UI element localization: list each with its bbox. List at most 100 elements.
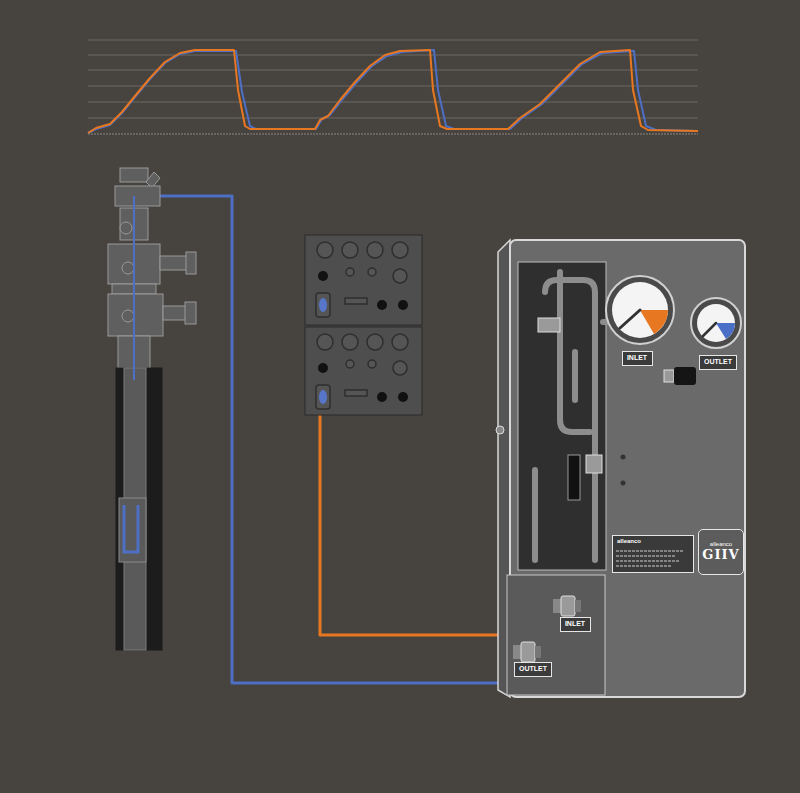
pressure-chart bbox=[88, 40, 698, 134]
gas-lift-cabinet-part bbox=[575, 600, 581, 612]
brand-badge-text: alleanco bbox=[710, 541, 732, 548]
gas-lift-cabinet-part bbox=[621, 481, 626, 486]
wellhead-part bbox=[108, 294, 163, 336]
control-panel-part-part bbox=[316, 385, 330, 409]
gas-lift-cabinet-part bbox=[621, 455, 626, 460]
wellhead-part bbox=[124, 505, 138, 552]
name-plate: alleanco bbox=[612, 535, 694, 573]
control-panel-part bbox=[316, 242, 408, 409]
control-panel-part-part bbox=[393, 361, 407, 375]
pressure-chart-part-part bbox=[88, 118, 698, 119]
name-plate-text: alleanco bbox=[617, 538, 689, 545]
control-panel-part-part bbox=[392, 242, 408, 258]
gas-lift-cabinet-part bbox=[538, 318, 560, 332]
pressure-chart-part bbox=[88, 134, 698, 135]
gas-lift-cabinet-part bbox=[513, 645, 521, 659]
gas-lift-cabinet-part bbox=[620, 310, 640, 328]
control-panel-part-part bbox=[398, 392, 408, 402]
wellhead-part bbox=[119, 498, 146, 562]
brand-badge: alleancoGIIV bbox=[698, 529, 744, 575]
port-label: INLET bbox=[560, 617, 591, 632]
control-panel bbox=[305, 235, 422, 415]
wellhead-part bbox=[133, 196, 135, 380]
control-panel-part-part bbox=[346, 268, 354, 276]
gas-lift-cabinet-part bbox=[553, 599, 561, 613]
gas-lift-cabinet-part bbox=[612, 282, 668, 338]
gas-lift-cabinet-part bbox=[535, 646, 541, 658]
gas-lift-cabinet-part bbox=[568, 455, 580, 500]
control-panel-part-part bbox=[342, 242, 358, 258]
wellhead-part bbox=[186, 252, 196, 274]
control-panel-part-part bbox=[367, 334, 383, 350]
gas-lift-cabinet-part-part bbox=[616, 550, 684, 551]
brand-badge-text: GIIV bbox=[702, 548, 739, 563]
wellhead-part bbox=[122, 310, 134, 322]
gas-lift-cabinet bbox=[496, 240, 745, 697]
control-panel-part-part bbox=[319, 298, 327, 312]
port-label: OUTLET bbox=[514, 662, 552, 677]
control-panel-part-part bbox=[368, 360, 376, 368]
control-panel-part-part bbox=[317, 334, 333, 350]
wellhead-part bbox=[116, 368, 162, 650]
outlet-line bbox=[158, 196, 513, 683]
control-panel-part-part bbox=[319, 390, 327, 404]
gas-lift-cabinet-part bbox=[674, 367, 696, 385]
control-panel-part-part bbox=[392, 334, 408, 350]
wellhead bbox=[108, 168, 196, 650]
pressure-chart-part-part bbox=[88, 86, 698, 87]
gas-lift-cabinet-part bbox=[586, 455, 602, 473]
gauge-label: OUTLET bbox=[699, 355, 737, 370]
control-panel-part-part bbox=[317, 242, 333, 258]
gas-lift-cabinet-part bbox=[691, 298, 741, 348]
gas-lift-cabinet-part bbox=[612, 535, 694, 573]
gas-lift-cabinet-part bbox=[535, 272, 612, 560]
gas-lift-cabinet-part bbox=[561, 596, 575, 616]
wellhead-part bbox=[120, 168, 148, 182]
gas-lift-cabinet-part bbox=[716, 323, 735, 339]
wellhead-part bbox=[120, 222, 132, 234]
pressure-chart-part-part bbox=[88, 40, 698, 41]
gas-lift-cabinet-part bbox=[640, 310, 668, 334]
port-label-text: INLET bbox=[565, 620, 586, 628]
control-panel-part-part bbox=[398, 300, 408, 310]
gauge-label: INLET bbox=[622, 351, 653, 366]
flow-lines bbox=[158, 196, 553, 683]
control-panel-part bbox=[318, 271, 408, 402]
gas-lift-cabinet-part bbox=[664, 370, 674, 382]
gas-lift-cabinet-part bbox=[697, 304, 735, 342]
control-panel-part-part bbox=[345, 298, 367, 304]
inlet-trace bbox=[88, 50, 698, 133]
control-panel-part-part bbox=[377, 300, 387, 310]
wellhead-part bbox=[185, 302, 196, 324]
control-panel-part-part bbox=[345, 390, 367, 396]
gas-lift-cabinet-part-part bbox=[616, 560, 680, 561]
control-panel-part-part bbox=[318, 271, 328, 281]
control-panel-part-part bbox=[346, 360, 354, 368]
gas-lift-cabinet-part bbox=[507, 575, 605, 695]
control-panel-part-part bbox=[367, 242, 383, 258]
wellhead-part bbox=[115, 186, 160, 206]
wellhead-part bbox=[122, 262, 134, 274]
gas-lift-cabinet-part-part bbox=[560, 272, 590, 432]
gas-lift-cabinet-part-part bbox=[616, 555, 676, 556]
gas-lift-cabinet-part-part bbox=[616, 565, 672, 566]
control-panel-part-part bbox=[318, 363, 328, 373]
gas-lift-cabinet-part bbox=[496, 426, 504, 434]
control-panel-part bbox=[305, 235, 422, 325]
gas-lift-cabinet-part bbox=[703, 323, 716, 336]
gas-lift-cabinet-part bbox=[518, 262, 606, 570]
control-panel-part bbox=[305, 327, 422, 415]
control-panel-part-part bbox=[377, 392, 387, 402]
pressure-chart-part-part bbox=[88, 70, 698, 71]
pressure-chart-part-part bbox=[88, 102, 698, 103]
gas-lift-cabinet-part bbox=[521, 642, 535, 662]
control-panel-part bbox=[319, 298, 327, 404]
gauge-label-text: INLET bbox=[627, 354, 648, 362]
wellhead-part bbox=[163, 306, 187, 320]
gas-lift-cabinet-part bbox=[616, 551, 684, 566]
outlet-trace bbox=[88, 50, 698, 133]
gas-lift-cabinet-part-part bbox=[532, 470, 538, 560]
